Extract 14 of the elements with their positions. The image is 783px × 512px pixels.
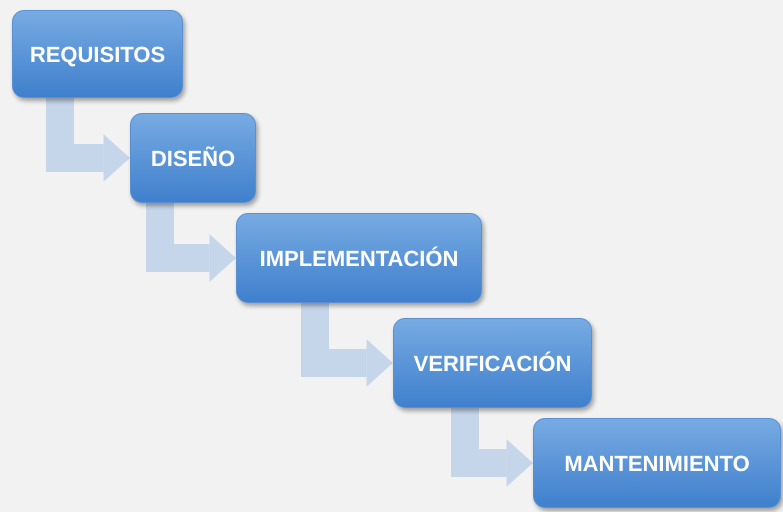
process-box bbox=[393, 318, 592, 408]
bent-arrow bbox=[451, 408, 533, 487]
bent-arrow bbox=[46, 98, 130, 182]
step-label: IMPLEMENTACIÓN bbox=[260, 244, 458, 272]
step-label: VERIFICACIÓN bbox=[414, 350, 572, 378]
bent-arrow bbox=[146, 203, 236, 282]
step-label: REQUISITOS bbox=[30, 40, 166, 68]
process-box bbox=[236, 213, 482, 303]
process-box bbox=[12, 10, 183, 98]
bent-arrow bbox=[301, 303, 393, 387]
step-label: MANTENIMIENTO bbox=[564, 450, 750, 478]
process-box bbox=[533, 418, 781, 508]
step-label: DISEÑO bbox=[150, 144, 236, 172]
process-box bbox=[130, 113, 256, 203]
